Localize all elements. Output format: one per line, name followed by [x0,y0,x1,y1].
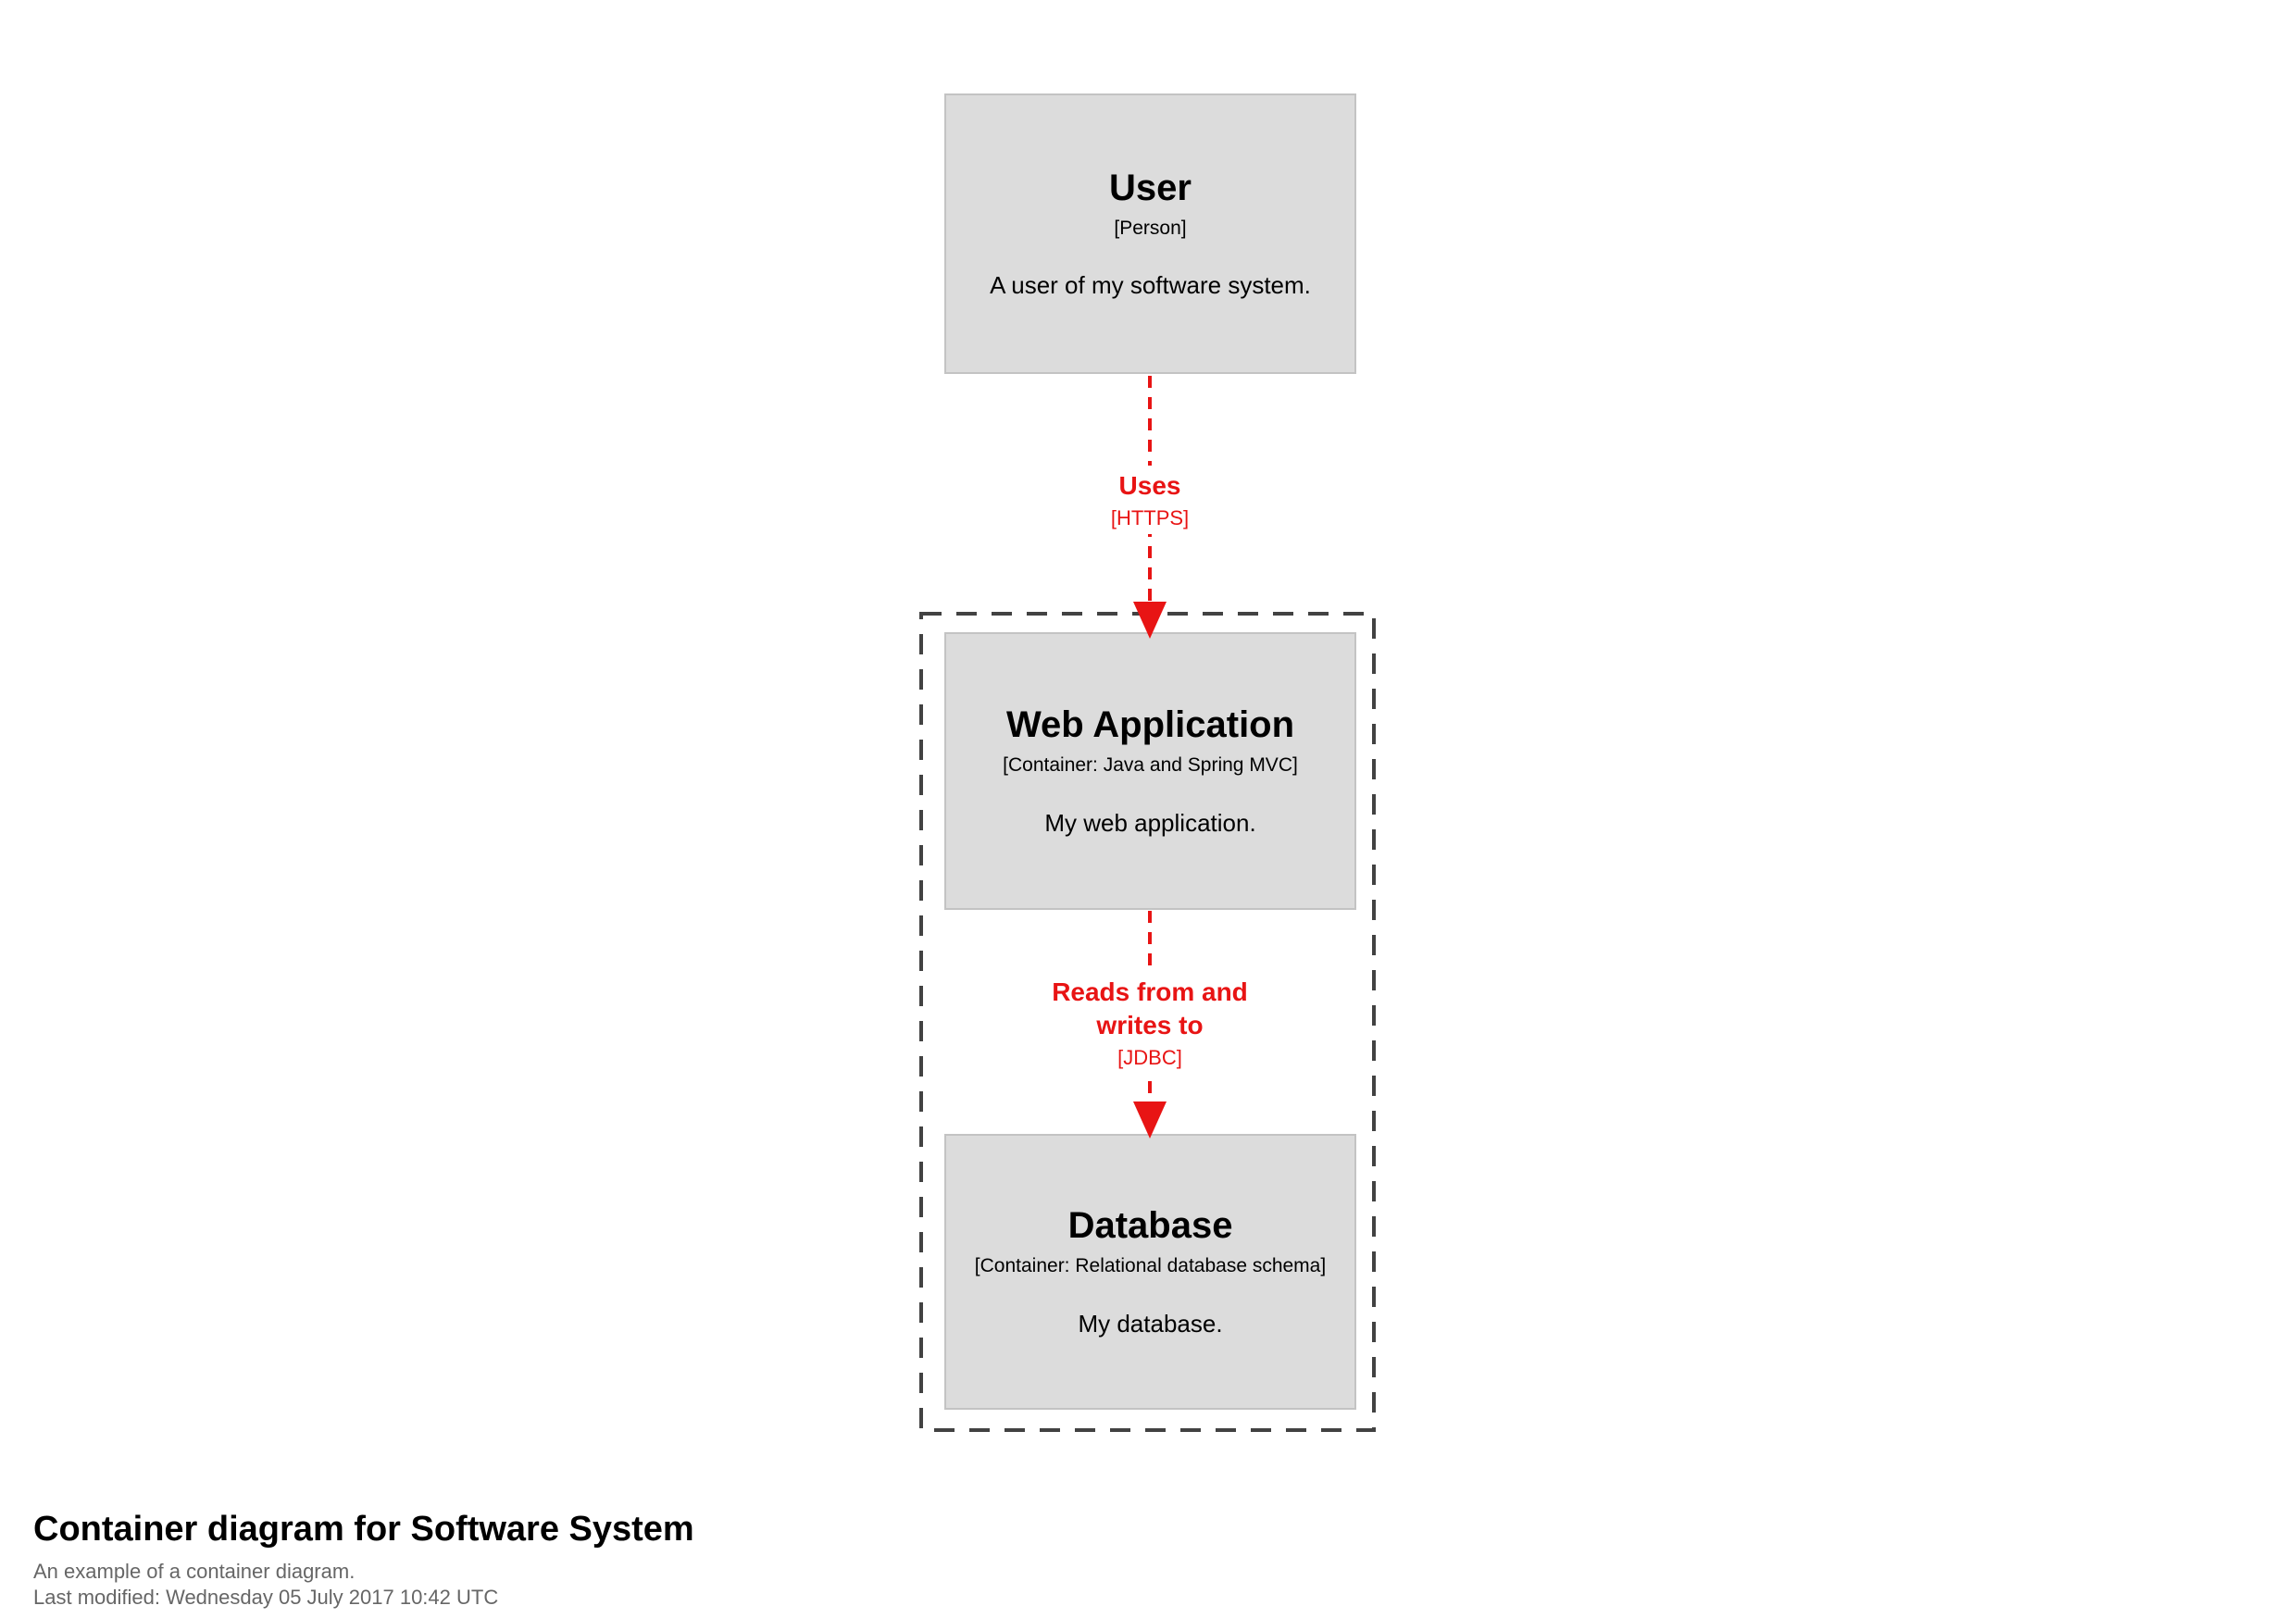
node-web-application-meta: [Container: Java and Spring MVC] [1003,754,1298,777]
node-user-meta: [Person] [1114,217,1187,239]
relationship-uses-technology: [HTTPS] [1110,505,1190,529]
relationship-label-uses[interactable]: Uses [HTTPS] [1099,466,1201,535]
relationship-uses-text: Uses [1118,471,1181,500]
node-user-name: User [1109,167,1192,208]
node-web-application[interactable]: Web Application [Container: Java and Spr… [944,632,1356,910]
jdbc-relationship-arrowhead-icon [1133,1101,1167,1139]
diagram-title: Container diagram for Software System [33,1510,694,1549]
node-web-application-description: My web application. [1044,808,1256,837]
relationship-label-reads-writes[interactable]: Reads from and writes to [JDBC] [1006,972,1293,1075]
node-database[interactable]: Database [Container: Relational database… [944,1134,1356,1410]
node-user[interactable]: User [Person] A user of my software syst… [944,93,1356,374]
diagram-last-modified: Last modified: Wednesday 05 July 2017 10… [33,1586,499,1609]
node-web-application-name: Web Application [1005,704,1295,746]
node-database-meta: [Container: Relational database schema] [974,1255,1327,1277]
node-user-description: A user of my software system. [990,271,1311,300]
node-database-description: My database. [1078,1309,1223,1338]
diagram-footer: Container diagram for Software System An… [33,1507,694,1611]
relationship-reads-writes-text: Reads from and writes to [1052,977,1248,1039]
node-database-name: Database [1067,1205,1233,1247]
diagram-subtitle: An example of a container diagram. [33,1560,356,1583]
relationship-reads-writes-technology: [JDBC] [1117,1045,1182,1069]
